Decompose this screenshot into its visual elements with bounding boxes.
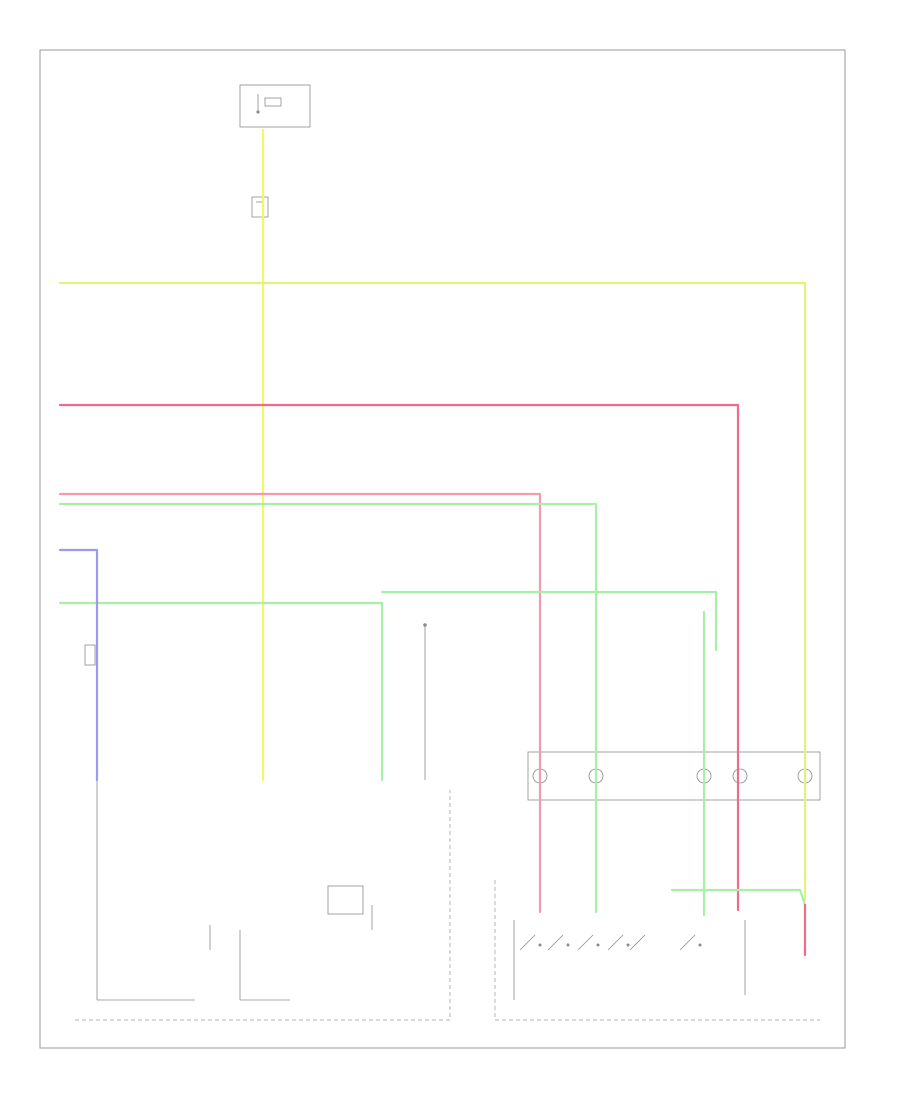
ecu-connector-block — [527, 751, 821, 801]
switch-bank — [513, 920, 746, 1000]
wire-green-5 — [670, 888, 807, 907]
wire-red-2 — [58, 492, 542, 914]
junction-connector-top — [251, 196, 269, 218]
diagram-frame — [39, 49, 846, 1049]
wire-green-3 — [380, 590, 718, 652]
lower-left-components — [84, 623, 427, 1001]
wire-green-1 — [58, 502, 598, 914]
wire-red — [58, 403, 740, 912]
wire-green-2 — [58, 601, 384, 782]
wire-blue — [58, 548, 99, 782]
fuse-box — [239, 84, 311, 128]
wire-yellow-green — [58, 281, 807, 902]
ecu-pin-4 — [732, 768, 748, 784]
ecu-boundary — [75, 790, 451, 1021]
